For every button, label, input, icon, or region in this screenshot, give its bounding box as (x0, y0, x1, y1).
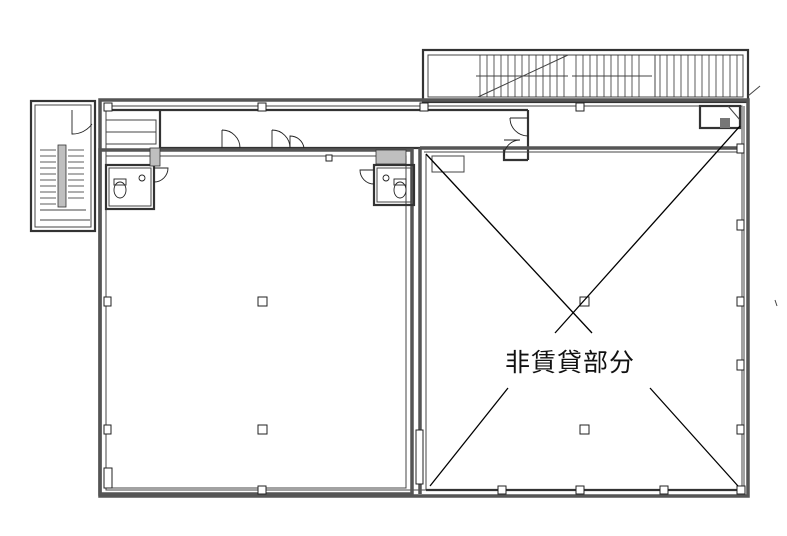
top-balcony (421, 48, 750, 104)
plan-marks (747, 85, 778, 307)
columns (103, 102, 746, 495)
main-building (98, 98, 750, 498)
left-stair-annex (29, 99, 97, 233)
toilet-block-right (359, 149, 465, 207)
corner-shaft (698, 104, 742, 130)
non-rental-cross (425, 125, 741, 487)
corridor-doors (221, 117, 529, 157)
toilet-block-left (104, 119, 169, 211)
non-rental-area-label: 非賃貸部分 (505, 348, 636, 377)
